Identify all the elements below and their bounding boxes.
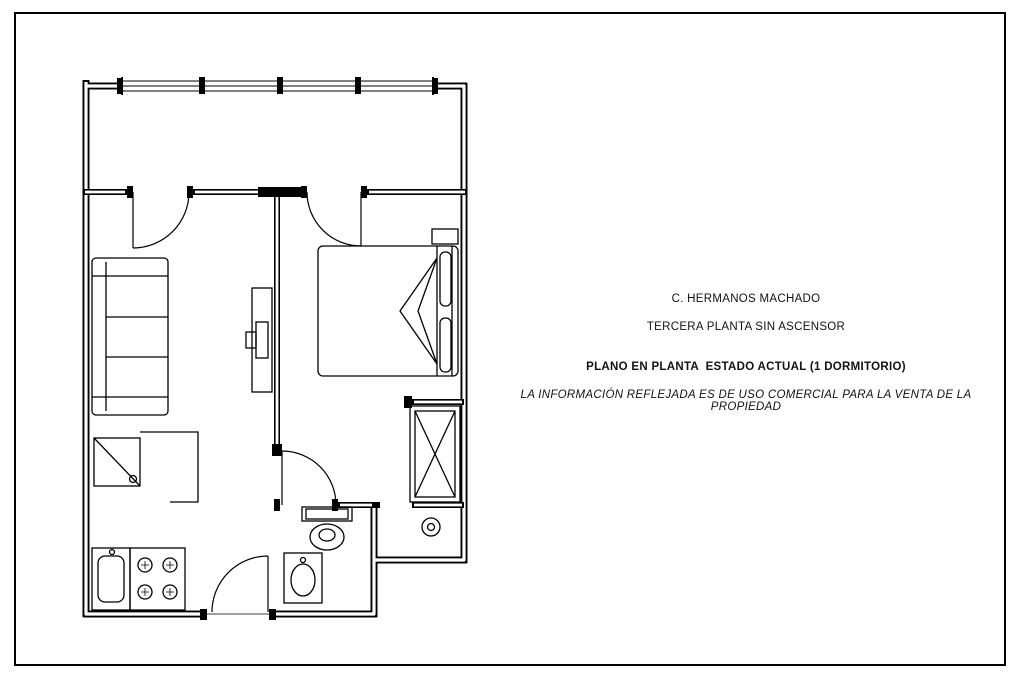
tv-unit [245, 287, 273, 393]
outer-walls [82, 80, 468, 618]
toilet [301, 506, 353, 551]
interior-walls [83, 186, 467, 620]
washbasin [283, 552, 323, 604]
door-bathroom [281, 450, 337, 506]
door-living-gallery [132, 191, 190, 249]
disclaimer-text: LA INFORMACIÓN REFLEJADA ES DE USO COMER… [520, 389, 975, 413]
address-text: C. HERMANOS MACHADO [671, 293, 821, 305]
nightstand [431, 228, 459, 245]
door-swings [132, 191, 362, 615]
sheet-border [14, 12, 1006, 666]
sofa [91, 257, 169, 416]
floor-info-text: TERCERA PLANTA SIN ASCENSOR [646, 321, 846, 333]
appliance [93, 437, 141, 487]
annotation-block: C. HERMANOS MACHADO TERCERA PLANTA SIN A… [500, 0, 992, 682]
counter [140, 431, 199, 503]
bed [317, 245, 459, 377]
window-band [117, 77, 438, 95]
kitchen-sink [91, 547, 131, 611]
wall-jambs [127, 186, 412, 620]
water-heater [421, 517, 441, 537]
door-entry [207, 555, 269, 615]
stove [129, 547, 186, 611]
window-mullions [117, 77, 438, 94]
wardrobe [409, 405, 461, 503]
plan-title-text: PLANO EN PLANTA ESTADO ACTUAL (1 DORMITO… [586, 361, 906, 373]
door-bedroom-gallery [306, 191, 362, 247]
